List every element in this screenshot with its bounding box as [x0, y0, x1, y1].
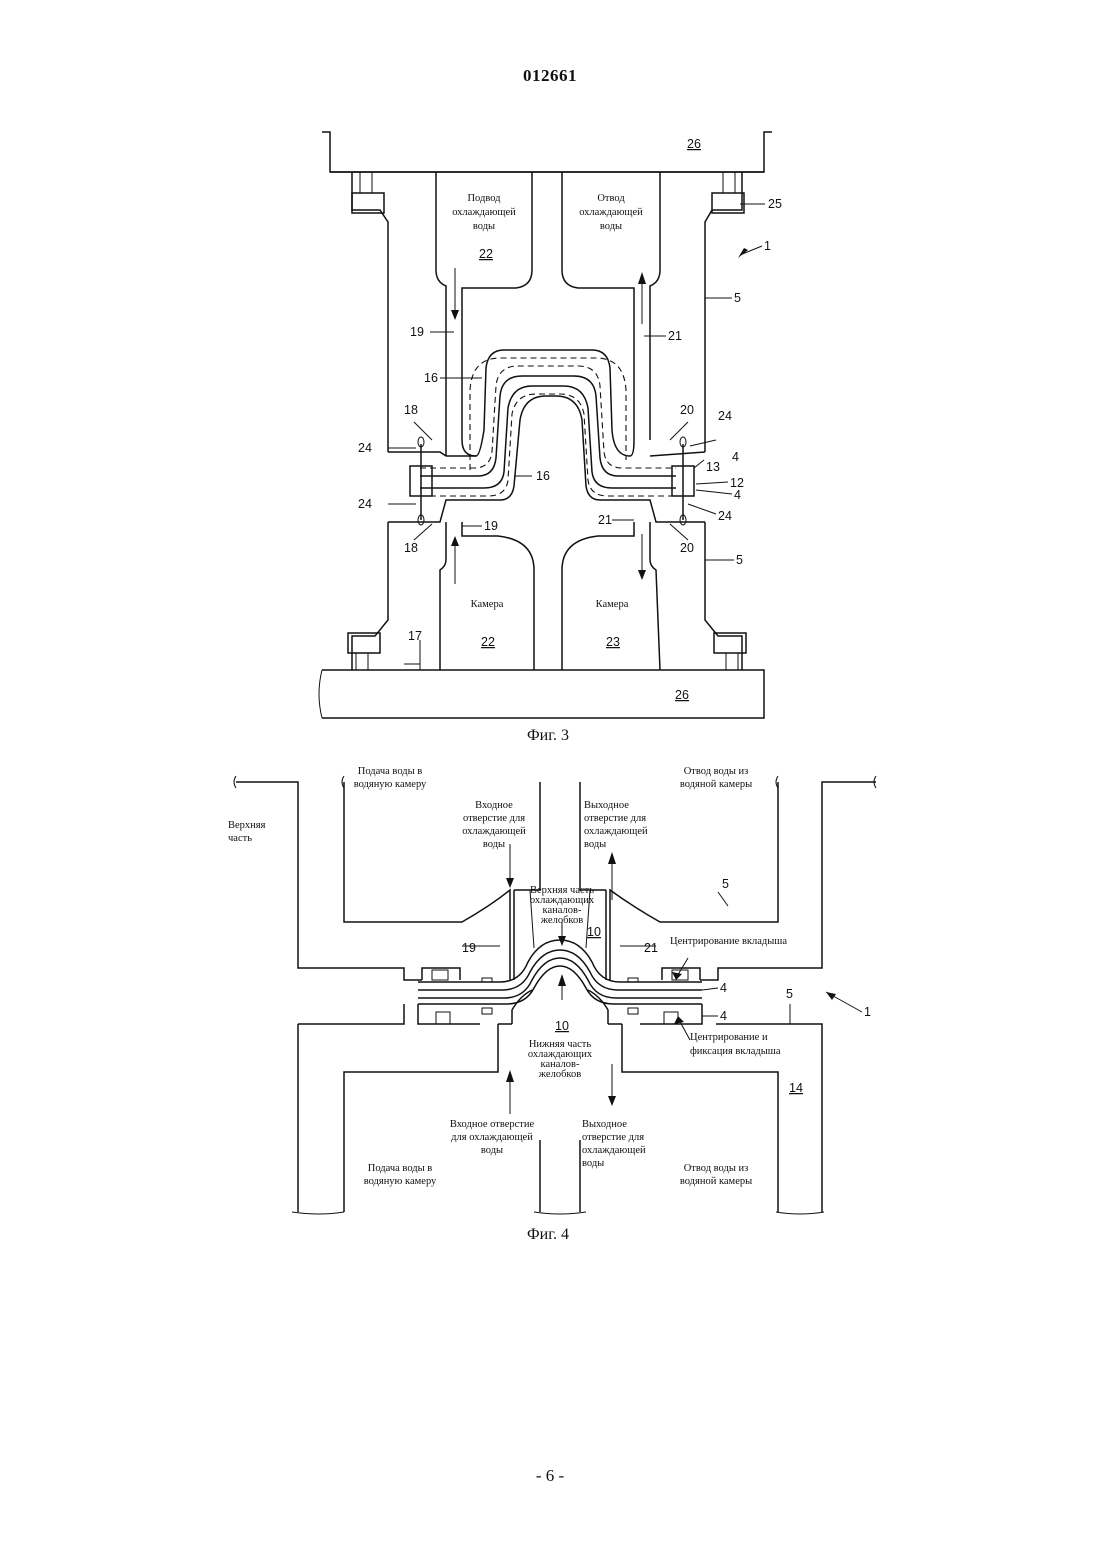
fig4-ref-21: 21 — [644, 941, 658, 955]
fig3-ref-26-top: 26 — [687, 137, 701, 151]
fig4-ref-10-top: 10 — [587, 925, 601, 939]
fig3-ref-18-top: 18 — [404, 403, 418, 417]
fig3-ref-16-top: 16 — [424, 371, 438, 385]
fig4-bottom-right-drain-line1: Отвод воды из — [684, 1163, 749, 1174]
fig4-upper-channel-line4: желобков — [540, 915, 583, 926]
fig4-lower-outlet-line4: воды — [582, 1158, 604, 1169]
fig4-lower-outlet-line3: охлаждающей — [582, 1145, 646, 1156]
fig3-ref-22-top: 22 — [479, 247, 493, 261]
fig4-lower-channel-line4: желобков — [538, 1069, 581, 1080]
fig4-insert-fixing-line2: фиксация вкладыша — [690, 1046, 781, 1057]
fig4-top-right-drain-line1: Отвод воды из — [684, 766, 749, 777]
fig3-ref-21-top: 21 — [668, 329, 682, 343]
fig4-insert-fixing-line1: Центрирование и — [690, 1032, 768, 1043]
fig4-bottom-left-supply-line2: водяную камеру — [364, 1176, 437, 1187]
fig3-ref-21-bottom: 21 — [598, 513, 612, 527]
fig4-upper-inlet-line4: воды — [483, 839, 505, 850]
figure-3: Подвод охлаждающей воды Отвод охлаждающе… — [319, 132, 782, 744]
fig4-bottom-left-supply-line1: Подача воды в — [368, 1163, 433, 1174]
fig3-outlet-label-line2: охлаждающей — [579, 207, 643, 218]
fig4-ref-1: 1 — [864, 1005, 871, 1019]
fig4-upper-part-line1: Верхняя — [228, 820, 266, 831]
fig4-lower-inlet-line2: для охлаждающей — [451, 1132, 533, 1143]
fig4-ref-10-bottom: 10 — [555, 1019, 569, 1033]
fig3-ref-24-top-left: 24 — [358, 441, 372, 455]
fig4-upper-outlet-line4: воды — [584, 839, 606, 850]
fig3-ref-13: 13 — [706, 460, 720, 474]
fig3-ref-16-mid: 16 — [536, 469, 550, 483]
fig4-caption: Фиг. 4 — [527, 1226, 569, 1243]
fig3-ref-5-bottom: 5 — [736, 553, 743, 567]
fig4-lower-inlet-line3: воды — [481, 1145, 503, 1156]
fig3-caption: Фиг. 3 — [527, 727, 569, 744]
fig4-ref-19: 19 — [462, 941, 476, 955]
fig4-ref-5-a: 5 — [722, 877, 729, 891]
fig4-top-left-supply-line1: Подача воды в — [358, 766, 423, 777]
fig3-chamber-left-label: Камера — [471, 599, 504, 610]
fig3-ref-17: 17 — [408, 629, 422, 643]
fig4-ref-14: 14 — [789, 1081, 803, 1095]
fig3-ref-23: 23 — [606, 635, 620, 649]
fig3-ref-5-top: 5 — [734, 291, 741, 305]
fig3-ref-25: 25 — [768, 197, 782, 211]
fig3-ref-4-bottom: 4 — [734, 488, 741, 502]
fig4-ref-4-b: 4 — [720, 1009, 727, 1023]
fig4-top-right-drain-line2: водяной камеры — [680, 779, 752, 790]
fig3-outlet-label-line3: воды — [600, 221, 622, 232]
fig3-inlet-label-line2: охлаждающей — [452, 207, 516, 218]
fig3-ref-19-bottom: 19 — [484, 519, 498, 533]
fig3-ref-4-top: 4 — [732, 450, 739, 464]
fig4-lower-inlet-line1: Входное отверстие — [450, 1119, 535, 1130]
fig3-chamber-right-label: Камера — [596, 599, 629, 610]
fig4-insert-centering: Центрирование вкладыша — [670, 936, 787, 947]
fig4-upper-inlet-line3: охлаждающей — [462, 826, 526, 837]
fig3-ref-1: 1 — [764, 239, 771, 253]
fig4-ref-4-a: 4 — [720, 981, 727, 995]
page-footer: - 6 - — [0, 1466, 1100, 1486]
fig4-upper-outlet-line2: отверстие для — [584, 813, 646, 824]
figure-4: Подача воды в водяную камеру Отвод воды … — [228, 766, 876, 1243]
fig3-ref-18-bottom: 18 — [404, 541, 418, 555]
fig3-ref-20-bottom: 20 — [680, 541, 694, 555]
fig3-ref-26-bottom: 26 — [675, 688, 689, 702]
fig3-ref-24-bottom-left: 24 — [358, 497, 372, 511]
fig4-top-left-supply-line2: водяную камеру — [354, 779, 427, 790]
fig3-ref-24-bottom-right: 24 — [718, 509, 732, 523]
fig4-lower-outlet-line1: Выходное — [582, 1119, 627, 1130]
fig4-upper-inlet-line1: Входное — [475, 800, 513, 811]
fig4-bottom-right-drain-line2: водяной камеры — [680, 1176, 752, 1187]
fig3-outlet-label-line1: Отвод — [597, 193, 625, 204]
fig4-upper-part-line2: часть — [228, 833, 252, 844]
fig3-ref-24-top-right: 24 — [718, 409, 732, 423]
fig3-inlet-label-line1: Подвод — [467, 193, 501, 204]
fig3-ref-19-top: 19 — [410, 325, 424, 339]
fig4-upper-outlet-line1: Выходное — [584, 800, 629, 811]
fig4-upper-inlet-line2: отверстие для — [463, 813, 525, 824]
fig3-inlet-label-line3: воды — [473, 221, 495, 232]
fig4-ref-5-b: 5 — [786, 987, 793, 1001]
fig3-ref-22-bottom: 22 — [481, 635, 495, 649]
fig4-lower-outlet-line2: отверстие для — [582, 1132, 644, 1143]
fig4-upper-outlet-line3: охлаждающей — [584, 826, 648, 837]
fig3-ref-20-top: 20 — [680, 403, 694, 417]
